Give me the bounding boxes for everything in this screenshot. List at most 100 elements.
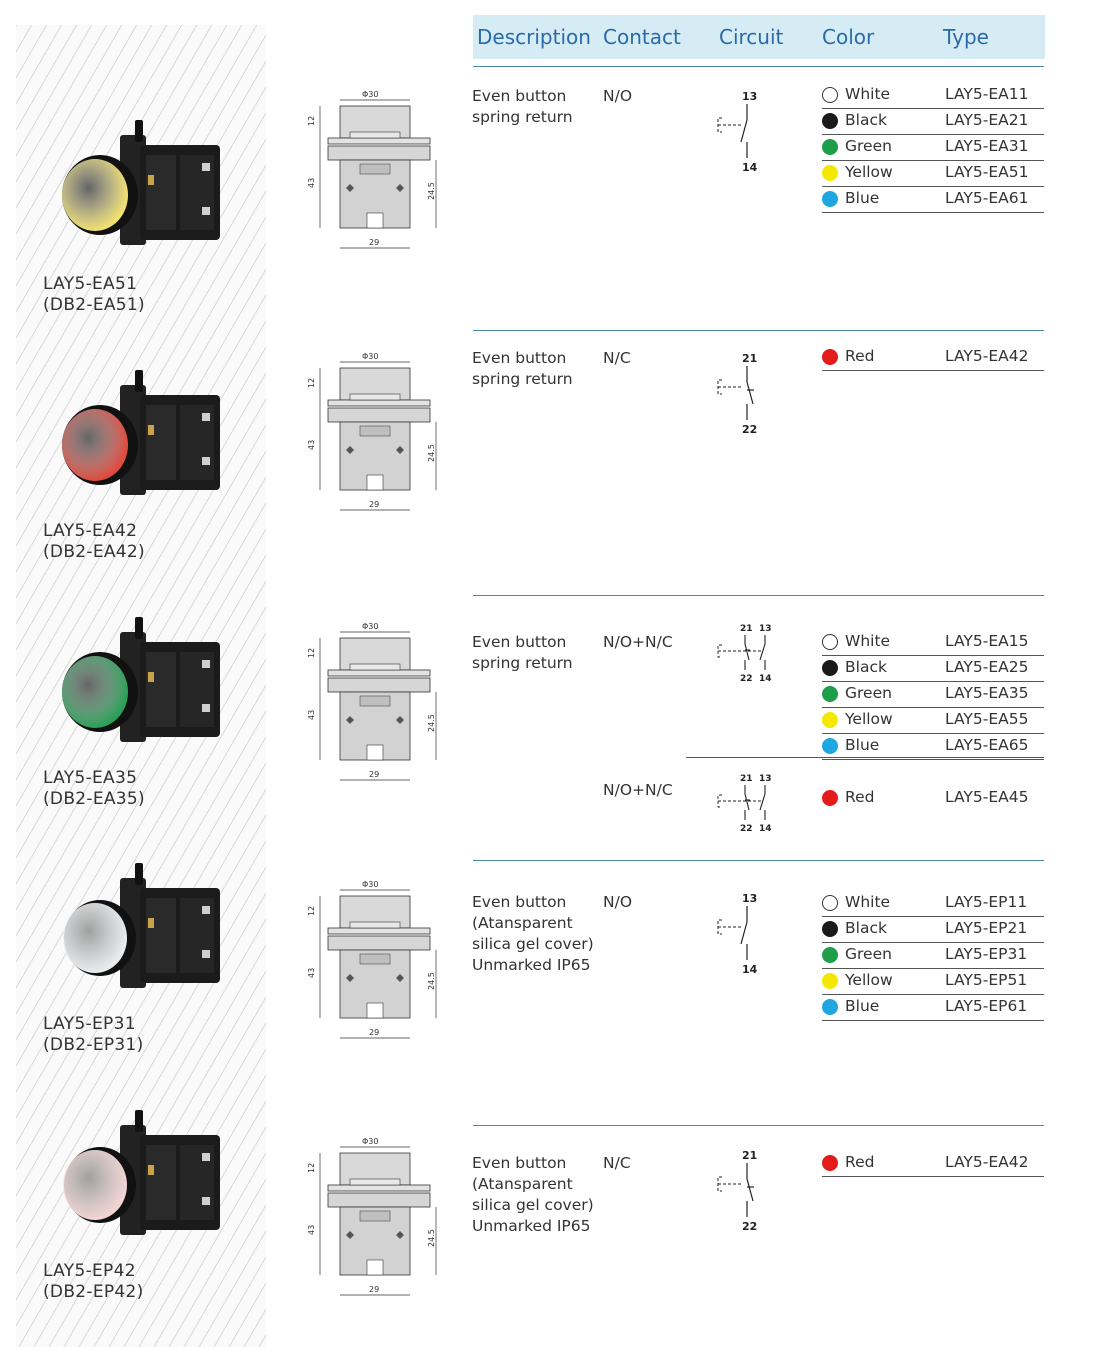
- model-alt-number: (DB2-EA42): [43, 542, 145, 562]
- type-code: LAY5-EP21: [945, 919, 1028, 937]
- dim-height-body: 43: [307, 968, 316, 978]
- color-name: Red: [845, 1153, 875, 1171]
- dim-height-body: 43: [307, 1225, 316, 1235]
- circuit-diagram: 21 13 22 14: [712, 772, 782, 838]
- model-alt-number: (DB2-EP31): [43, 1035, 144, 1055]
- dim-height-body: 43: [307, 178, 316, 188]
- description-line: Even button: [472, 1154, 567, 1172]
- model-alt-number: (DB2-EP42): [43, 1282, 144, 1302]
- circuit-diagram: 13 14: [712, 890, 772, 984]
- color-name: Black: [845, 919, 887, 937]
- color-swatch-icon: [822, 790, 838, 806]
- dim-width-base: 29: [369, 770, 379, 779]
- circuit-diagram: 21 22: [712, 1147, 772, 1241]
- description-line: Unmarked IP65: [472, 956, 591, 974]
- color-row: Black LAY5-EA21: [822, 108, 1044, 135]
- dimension-drawing: Φ30 12 43 24.5 29: [300, 620, 450, 790]
- section-divider: [473, 1125, 1044, 1126]
- dim-width-top: Φ30: [362, 352, 378, 361]
- product-photo-lay5-ep42: [40, 1105, 240, 1345]
- color-name: Black: [845, 111, 887, 129]
- dim-height-head: 12: [307, 1163, 316, 1173]
- color-row: Blue LAY5-EA61: [822, 186, 1044, 213]
- model-alt-number: (DB2-EA35): [43, 789, 145, 809]
- product-photo-lay5-ep31: [40, 858, 240, 1098]
- contact-type: N/C: [603, 1154, 631, 1172]
- color-name: Yellow: [845, 710, 893, 728]
- model-number: LAY5-EP31: [43, 1014, 136, 1034]
- color-name: Yellow: [845, 163, 893, 181]
- description-line: Even button: [472, 349, 567, 367]
- color-swatch-icon: [822, 1155, 838, 1171]
- dim-width-base: 29: [369, 500, 379, 509]
- dim-height-body: 43: [307, 710, 316, 720]
- type-code: LAY5-EA21: [945, 111, 1029, 129]
- color-name: Green: [845, 684, 892, 702]
- color-row: White LAY5-EP11: [822, 890, 1044, 917]
- section-divider: [473, 860, 1044, 861]
- color-row: Yellow LAY5-EA51: [822, 160, 1044, 187]
- contact-type: N/O: [603, 87, 633, 105]
- dim-height-head: 12: [307, 378, 316, 388]
- dim-width-base: 29: [369, 1285, 379, 1294]
- dim-width-top: Φ30: [362, 622, 378, 631]
- type-code: LAY5-EA11: [945, 85, 1029, 103]
- contact-type: N/O: [603, 893, 633, 911]
- terminal-top-right: 13: [759, 774, 772, 784]
- product-photo-lay5-ea35: [40, 612, 240, 852]
- color-name: Yellow: [845, 971, 893, 989]
- color-swatch-icon: [822, 660, 838, 676]
- color-swatch-icon: [822, 87, 838, 103]
- model-number: LAY5-EA51: [43, 274, 138, 294]
- header-color: Color: [822, 25, 875, 49]
- product-photo-lay5-ea42: [40, 365, 240, 605]
- type-code: LAY5-EA51: [945, 163, 1029, 181]
- model-alt-number: (DB2-EA51): [43, 295, 145, 315]
- color-name: Blue: [845, 736, 880, 754]
- type-code: LAY5-EA42: [945, 1153, 1029, 1171]
- color-swatch-icon: [822, 686, 838, 702]
- header-type: Type: [943, 25, 989, 49]
- dimension-drawing: Φ30 12 43 24.5 29: [300, 88, 450, 258]
- color-row: Red LAY5-EA42: [822, 1150, 1044, 1177]
- color-name: Red: [845, 347, 875, 365]
- color-swatch-icon: [822, 921, 838, 937]
- terminal-top-left: 21: [740, 774, 753, 784]
- color-swatch-icon: [822, 999, 838, 1015]
- description-line: (Atansparent: [472, 1175, 573, 1193]
- dim-height-block: 24.5: [427, 1229, 436, 1247]
- terminal-bottom-right: 14: [759, 824, 772, 834]
- dim-width-top: Φ30: [362, 90, 378, 99]
- color-name: Green: [845, 945, 892, 963]
- terminal-top: 13: [742, 90, 757, 103]
- table-header: Description Contact Circuit Color Type: [473, 15, 1045, 59]
- color-name: White: [845, 893, 891, 911]
- color-swatch-icon: [822, 895, 838, 911]
- color-row: Black LAY5-EP21: [822, 916, 1044, 943]
- color-swatch-icon: [822, 139, 838, 155]
- color-name: Blue: [845, 189, 880, 207]
- type-code: LAY5-EA61: [945, 189, 1029, 207]
- terminal-bottom-right: 14: [759, 674, 772, 684]
- color-swatch-icon: [822, 634, 838, 650]
- description-line: Even button: [472, 633, 567, 651]
- dim-height-block: 24.5: [427, 714, 436, 732]
- dim-width-base: 29: [369, 1028, 379, 1037]
- header-contact: Contact: [603, 25, 681, 49]
- description-line: Even button: [472, 87, 567, 105]
- model-number: LAY5-EP42: [43, 1261, 136, 1281]
- terminal-bottom-left: 22: [740, 824, 753, 834]
- model-number: LAY5-EA35: [43, 768, 138, 788]
- color-name: Red: [845, 788, 875, 806]
- type-code: LAY5-EP11: [945, 893, 1028, 911]
- description-line: (Atansparent: [472, 914, 573, 932]
- color-row: Green LAY5-EA35: [822, 681, 1044, 708]
- type-code: LAY5-EA35: [945, 684, 1029, 702]
